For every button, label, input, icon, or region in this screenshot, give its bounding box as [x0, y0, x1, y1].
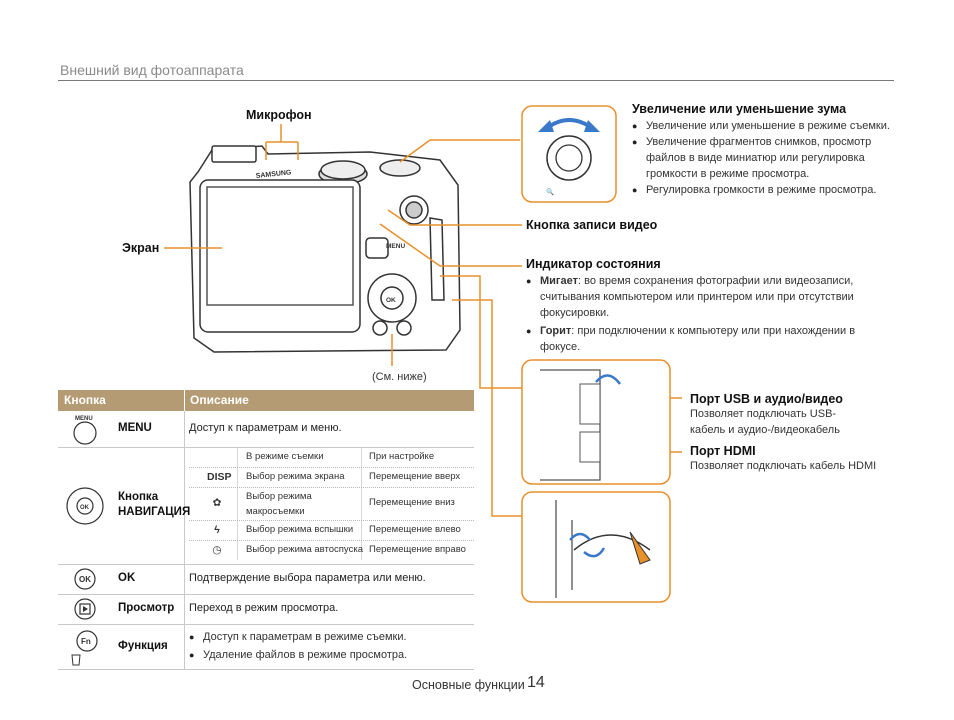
page-section-title: Внешний вид фотоаппарата — [60, 62, 244, 78]
status-indicator-callout: Индикатор состояния Мигает: во время сох… — [526, 257, 872, 355]
function-button-icon: Fn — [58, 625, 110, 669]
timer-icon: ◷ — [212, 544, 222, 556]
function-bullet: Удаление файлов в режиме просмотра. — [189, 647, 407, 663]
subtable-row: ◷ Выбор режима автоспуска Перемещение вп… — [189, 541, 474, 560]
video-button-label: Кнопка записи видео — [526, 218, 658, 232]
ok-icon-caption: OK — [79, 575, 91, 584]
ok-key-label: OK — [386, 297, 396, 304]
menu-button-icon: MENU — [58, 411, 110, 447]
subtable-setting: Перемещение вправо — [369, 544, 466, 555]
fn-icon-caption: Fn — [81, 637, 91, 646]
usb-port-callout: Порт USB и аудио/видео Позволяет подключ… — [690, 392, 860, 438]
button-description: Доступ к параметрам и меню. — [189, 422, 342, 434]
see-below-note: (См. ниже) — [372, 371, 427, 383]
hdmi-port-desc: Позволяет подключать кабель HDMI — [690, 460, 877, 472]
subtable-setting: Перемещение вверх — [369, 471, 461, 482]
status-bullet-blinking: Мигает: во время сохранения фотографии и… — [526, 273, 872, 321]
footer-section: Основные функции — [412, 678, 525, 692]
macro-icon: ✿ — [212, 497, 222, 509]
camera-brand-text: SAMSUNG — [255, 169, 292, 180]
flash-icon: ϟ — [214, 524, 220, 536]
usb-port-title: Порт USB и аудио/видео — [690, 392, 843, 406]
ok-button-icon: OK — [58, 565, 110, 594]
table-header-description: Описание — [190, 393, 249, 407]
zoom-lever-inset: 🔍 — [521, 105, 617, 203]
navigation-button-icon: OK — [58, 448, 110, 564]
zoom-bullet: Увеличение фрагментов снимков, просмотр … — [632, 134, 894, 182]
status-indicator-title: Индикатор состояния — [526, 257, 661, 271]
subtable-header-setting: При настройке — [369, 451, 435, 462]
svg-text:🔍: 🔍 — [546, 187, 554, 196]
zoom-callout: Увеличение или уменьшение зума Увеличени… — [632, 102, 894, 198]
subtable-mode: Выбор режима автоспуска — [246, 544, 363, 555]
status-term: Горит — [540, 325, 572, 337]
zoom-bullet: Регулировка громкости в режиме просмотра… — [632, 182, 894, 198]
button-name: Кнопка — [118, 491, 159, 503]
subtable-setting: Перемещение вниз — [369, 497, 455, 508]
subtable-row: DISP Выбор режима экрана Перемещение вве… — [189, 468, 474, 488]
subtable-mode: Выбор режима вспышки — [246, 524, 354, 535]
button-description: Переход в режим просмотра. — [189, 602, 339, 614]
button-name: OK — [118, 572, 136, 584]
button-name: MENU — [118, 422, 152, 434]
usb-port-desc: Позволяет подключать USB-кабель и аудио-… — [690, 408, 840, 436]
status-text: : при подключении к компьютеру или при н… — [540, 325, 856, 353]
subtable-row: ϟ Выбор режима вспышки Перемещение влево — [189, 521, 474, 541]
camera-body — [189, 145, 461, 353]
navigation-subtable: В режиме съемки При настройке DISP Выбор… — [189, 448, 474, 560]
table-row: Fn Функция Доступ к параметрам в режиме … — [58, 625, 474, 670]
subtable-setting: Перемещение влево — [369, 524, 461, 535]
table-row: OK Кнопка НАВИГАЦИЯ В режиме съемки При … — [58, 448, 474, 565]
status-bullet-on: Горит: при подключении к компьютеру или … — [526, 323, 872, 355]
menu-key-label: MENU — [386, 243, 405, 250]
subtable-header-mode: В режиме съемки — [246, 451, 324, 462]
buttons-table: Кнопка Описание MENU MENU Доступ к парам… — [58, 390, 474, 670]
subtable-mode: Выбор режима — [246, 491, 312, 502]
table-row: OK OK Подтверждение выбора параметра или… — [58, 565, 474, 595]
microphone-label: Микрофон — [246, 108, 312, 122]
menu-icon-caption: MENU — [75, 416, 93, 422]
page-number: 14 — [527, 674, 545, 691]
status-term: Мигает — [540, 275, 578, 287]
table-header-button: Кнопка — [64, 393, 106, 407]
playback-button-icon — [58, 595, 110, 624]
hdmi-port-callout: Порт HDMI Позволяет подключать кабель HD… — [690, 444, 890, 474]
side-ports-inset — [521, 359, 671, 485]
subtable-header: В режиме съемки При настройке — [189, 448, 474, 468]
hdmi-port-title: Порт HDMI — [690, 444, 756, 458]
status-text: : во время сохранения фотографии или вид… — [540, 275, 854, 319]
header-divider — [58, 80, 894, 81]
subtable-mode: Выбор режима экрана — [246, 471, 345, 482]
disp-icon: DISP — [207, 471, 232, 483]
zoom-title: Увеличение или уменьшение зума — [632, 102, 847, 116]
button-name: Функция — [118, 640, 168, 652]
svg-text:OK: OK — [80, 505, 90, 511]
function-bullet: Доступ к параметрам в режиме съемки. — [189, 629, 407, 645]
button-name: Просмотр — [118, 602, 175, 614]
zoom-bullet: Увеличение или уменьшение в режиме съемк… — [632, 118, 894, 134]
subtable-mode: макросъемки — [246, 506, 305, 517]
subtable-row: ✿ Выбор режима макросъемки Перемещение в… — [189, 488, 474, 521]
button-description: Подтверждение выбора параметра или меню. — [189, 572, 426, 584]
table-row: MENU MENU Доступ к параметрам и меню. — [58, 411, 474, 448]
table-row: Просмотр Переход в режим просмотра. — [58, 595, 474, 625]
strap-eyelet-inset — [521, 491, 671, 603]
screen-label: Экран — [122, 241, 160, 255]
button-name: НАВИГАЦИЯ — [118, 506, 191, 518]
table-header: Кнопка Описание — [58, 390, 474, 411]
